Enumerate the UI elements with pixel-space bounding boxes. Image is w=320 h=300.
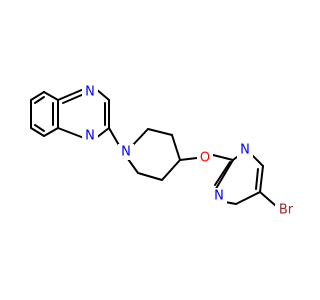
- bond-line: [259, 165, 264, 193]
- bond-line: [259, 191, 277, 207]
- bond-line: [213, 159, 234, 193]
- bond-line: [212, 154, 234, 161]
- bond-line: [127, 158, 139, 174]
- bond-line: [57, 88, 85, 101]
- atom-label-n: N: [214, 189, 224, 204]
- bonds-layer: [30, 88, 277, 207]
- bond-line: [34, 124, 45, 132]
- bond-line: [137, 172, 163, 181]
- bond-line: [255, 168, 259, 190]
- atom-label-n: N: [85, 85, 95, 100]
- structure-svg: N N N O N N Br: [30, 84, 297, 218]
- bond-line: [95, 88, 110, 101]
- pyrimidine-n-bottom: N: [211, 188, 227, 204]
- bond-line: [34, 96, 45, 104]
- atom-label-o: O: [200, 151, 210, 166]
- bond-line: [108, 127, 121, 148]
- bond-line: [30, 127, 45, 137]
- bond-line: [171, 134, 181, 161]
- atom-label-n: N: [85, 129, 95, 144]
- bond-line: [95, 127, 110, 139]
- atom-label-br: Br: [279, 203, 294, 218]
- bromine: Br: [275, 202, 297, 218]
- labels-layer: N N N O N N Br: [82, 84, 297, 218]
- pyrimidine-n-top: N: [237, 142, 253, 158]
- ether-o: O: [197, 150, 213, 166]
- bond-line: [62, 93, 85, 104]
- bond-line: [131, 128, 149, 147]
- atom-label-n: N: [121, 145, 131, 160]
- bond-line: [30, 91, 45, 101]
- bond-line: [147, 128, 173, 136]
- bond-line: [161, 159, 181, 181]
- atom-label-n: N: [240, 143, 250, 158]
- bond-line: [43, 91, 59, 101]
- bond-line: [43, 127, 59, 137]
- piperidine-n: N: [118, 144, 134, 160]
- quinoxaline-n-top: N: [82, 84, 98, 100]
- quinoxaline-n-bottom: N: [82, 128, 98, 144]
- molecule-diagram: N N N O N N Br: [30, 84, 297, 218]
- bond-line: [235, 191, 261, 205]
- bond-line: [214, 161, 231, 186]
- bond-line: [57, 127, 85, 139]
- bond-line: [179, 157, 198, 161]
